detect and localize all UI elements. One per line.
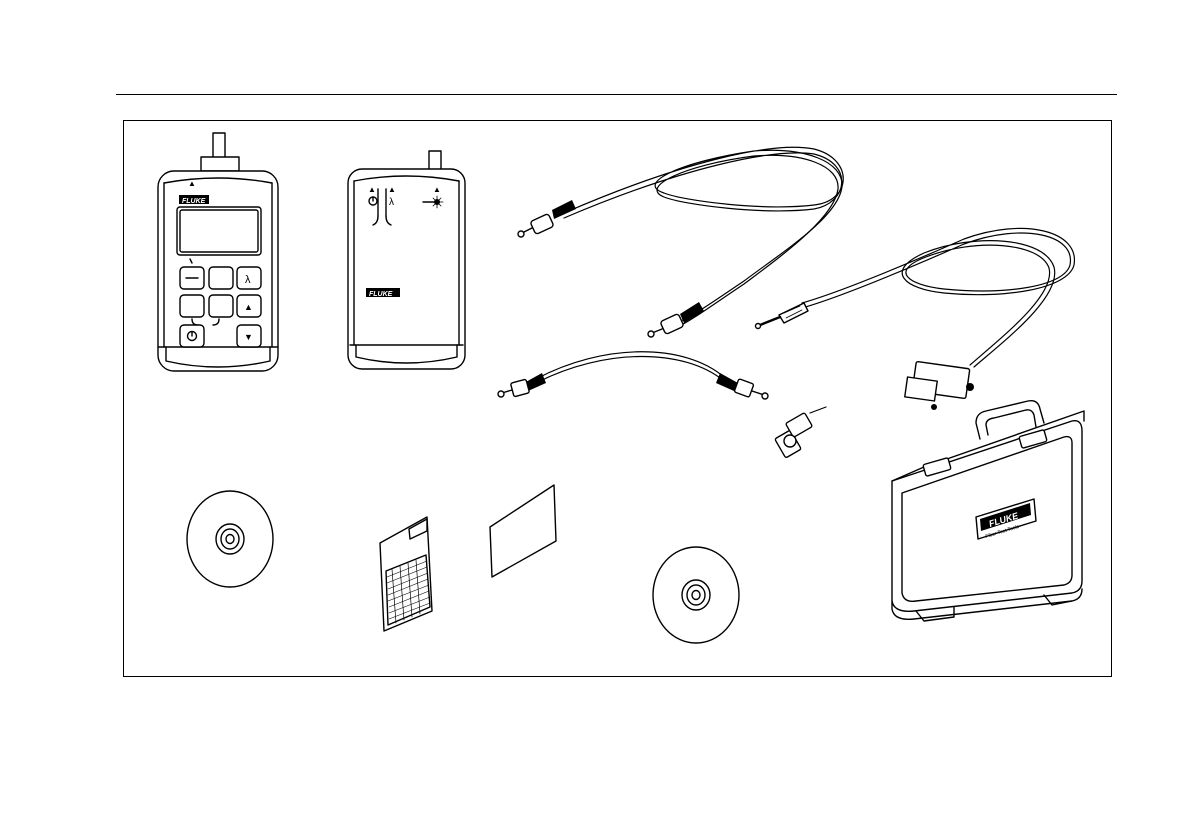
fluke-logo-text: FLUKE <box>182 198 206 205</box>
manual-cd <box>653 547 739 643</box>
light-source: ▲ ▲ ▲ λ FLUKE <box>348 151 465 369</box>
meter-blank-button-2[interactable] <box>180 295 204 317</box>
power-meter: ▲ FLUKE λ ▲ ▼ <box>158 133 278 371</box>
accessory-figure: ▲ FLUKE λ ▲ ▼ ▲ ▲ ▲ λ <box>123 120 1112 677</box>
reference-card <box>380 517 432 631</box>
up-arrow-icon: ▲ <box>188 179 196 188</box>
header-rule <box>116 94 1117 95</box>
instruction-sheet <box>490 485 556 577</box>
lambda-icon: λ <box>245 274 251 286</box>
up-arrow-icon: ▲ <box>368 185 376 194</box>
display-screen <box>177 207 261 255</box>
serial-cable <box>756 228 1075 410</box>
meter-blank-button[interactable] <box>209 267 233 289</box>
bnc-adapter <box>775 407 826 458</box>
carrying-case: FLUKE Fiber Test Tools <box>892 401 1084 621</box>
meter-blank-button-3[interactable] <box>209 295 233 317</box>
short-fiber-cord <box>498 352 768 399</box>
lambda-icon: λ <box>389 197 394 208</box>
down-arrow-icon: ▼ <box>244 332 253 342</box>
fluke-logo-text: FLUKE <box>369 291 393 298</box>
up-arrow-icon: ▲ <box>244 302 253 312</box>
up-arrow-icon: ▲ <box>388 185 396 194</box>
up-arrow-icon: ▲ <box>433 185 441 194</box>
software-cd <box>187 491 273 587</box>
